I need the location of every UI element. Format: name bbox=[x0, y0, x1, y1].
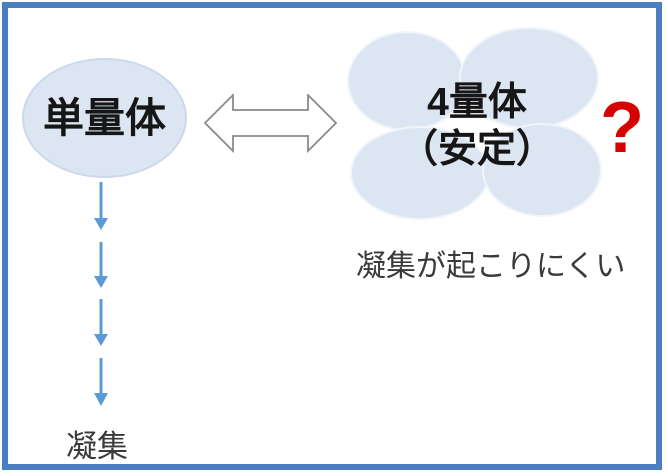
tetramer-label: 4量体 （安定） bbox=[357, 79, 597, 173]
monomer-label: 単量体 bbox=[43, 94, 166, 141]
down-arrow-icon bbox=[94, 242, 108, 288]
monomer-ellipse: 単量体 bbox=[22, 58, 187, 178]
tetramer-ellipse-bottom-right bbox=[482, 123, 602, 217]
tetramer-cluster bbox=[347, 27, 602, 220]
down-arrow-icon bbox=[94, 299, 108, 346]
aggregation-label: 凝集 bbox=[66, 429, 128, 464]
down-arrows bbox=[94, 182, 108, 406]
down-arrow-icon bbox=[94, 358, 108, 406]
tetramer-label-line1: 4量体 bbox=[427, 81, 527, 124]
down-arrow-icon bbox=[94, 182, 108, 230]
double-arrow-icon bbox=[204, 94, 338, 154]
question-mark: ? bbox=[600, 88, 644, 168]
tetramer-label-line2: （安定） bbox=[398, 128, 555, 171]
stability-note: 凝集が起こりにくい bbox=[356, 250, 626, 283]
